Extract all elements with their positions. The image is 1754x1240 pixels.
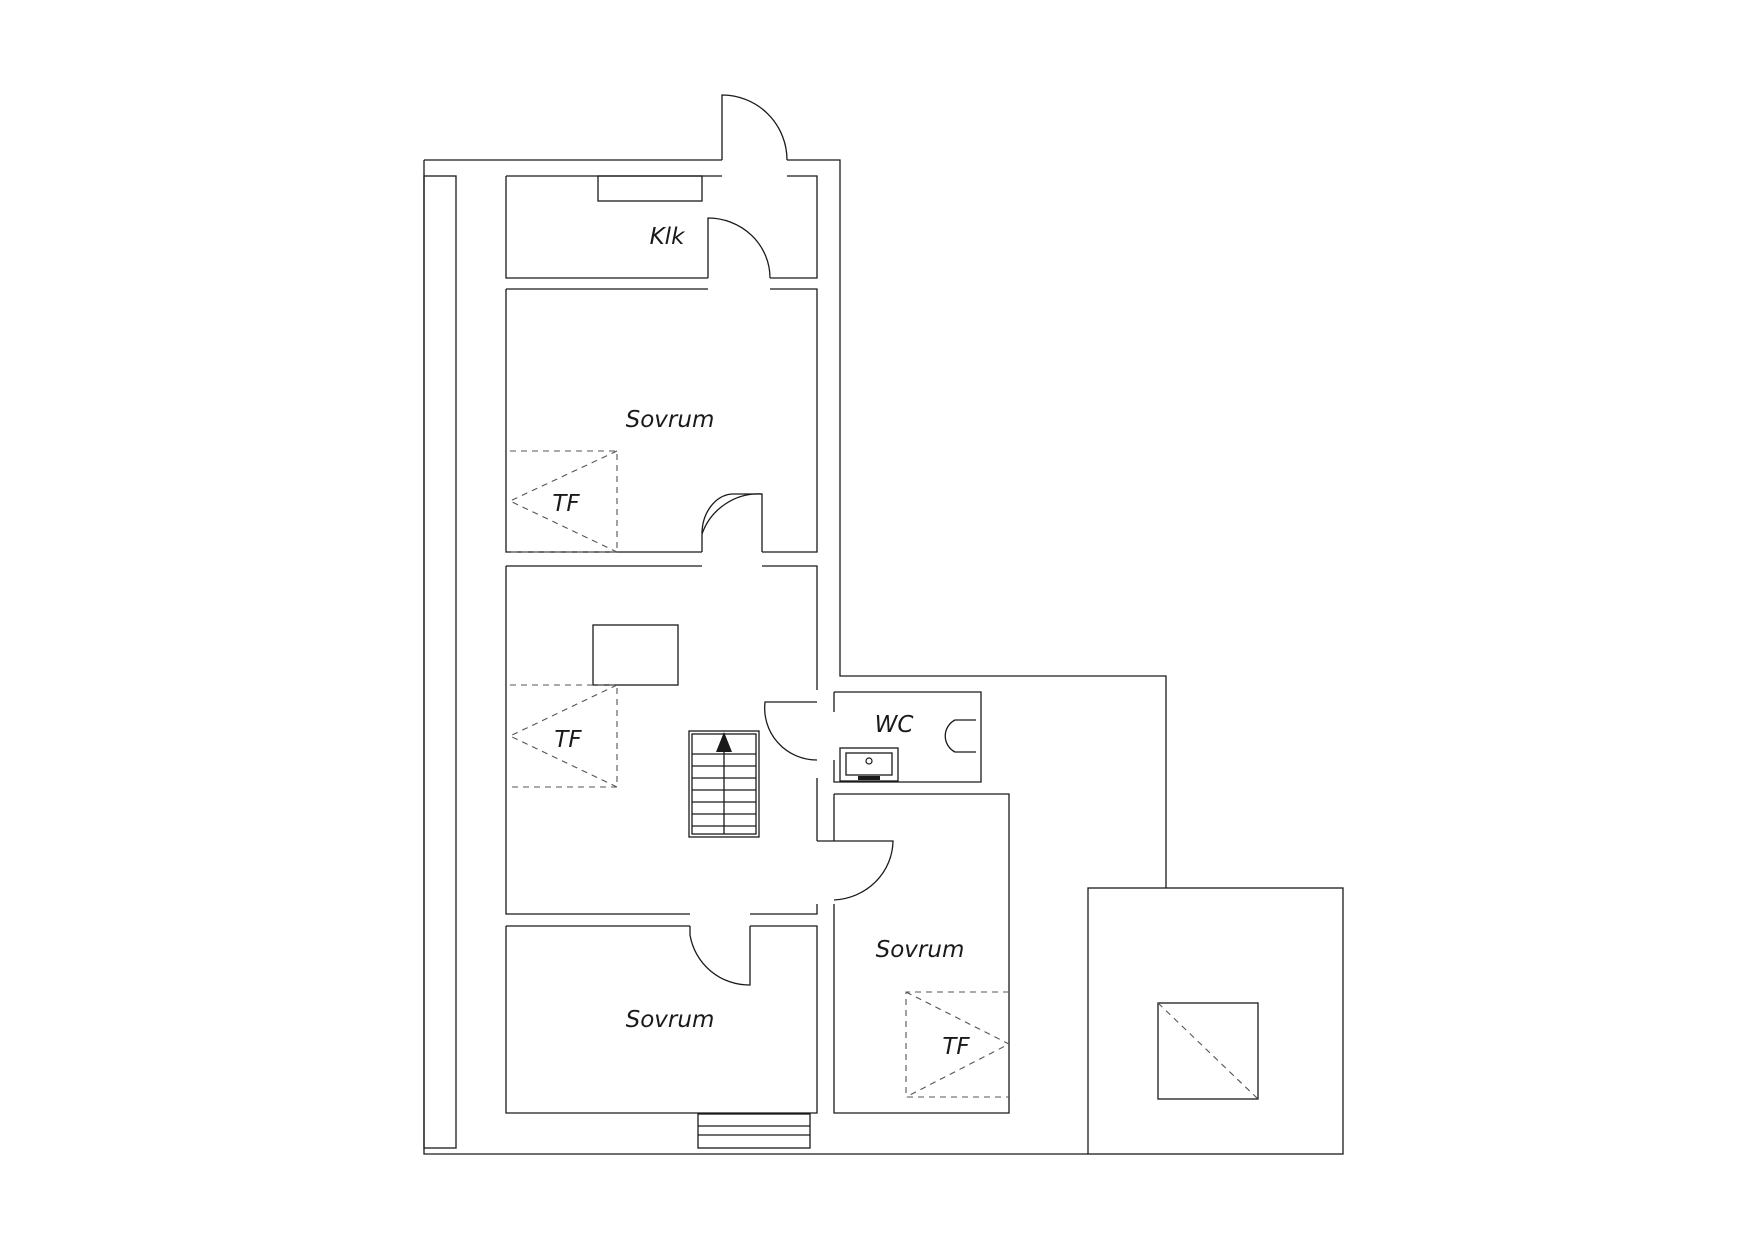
- left-wall-strip: [423, 175, 457, 1149]
- room-label-klk: Klk: [650, 224, 686, 250]
- sovrum-top-door-swing: [701, 493, 763, 535]
- hall-table: [592, 624, 679, 686]
- skylight: [1157, 1002, 1259, 1100]
- sovrum-right-room: [833, 793, 1010, 1114]
- tf-area-right: [905, 991, 1011, 1098]
- room-label-sovrum-top: Sovrum: [626, 407, 715, 433]
- sovrum-bottom-room: [505, 925, 818, 1114]
- tf-label-right: TF: [942, 1034, 970, 1060]
- tf-label-top: TF: [552, 491, 580, 517]
- sovrum-top-room: [505, 288, 818, 553]
- tf-label-hall: TF: [554, 727, 582, 753]
- tf-area-hall: [508, 684, 618, 788]
- hall-room: [505, 565, 818, 915]
- room-label-sovrum-bottom: Sovrum: [626, 1007, 715, 1033]
- staircase: [688, 730, 760, 838]
- sovrum-right-door: [817, 840, 894, 901]
- bottom-window: [697, 1113, 811, 1149]
- sovrum-bottom-door: [689, 926, 751, 986]
- klk-shelf: [597, 175, 703, 202]
- wc-door: [764, 701, 818, 761]
- room-label-sovrum-right: Sovrum: [876, 937, 965, 963]
- klk-door: [707, 217, 771, 279]
- sovrum-top-door: [701, 493, 763, 552]
- wc-room: [833, 691, 982, 783]
- tf-area-top: [508, 450, 618, 553]
- toilet: [944, 719, 976, 753]
- room-label-wc: WC: [875, 712, 914, 738]
- outer-wall: [423, 159, 1167, 1155]
- entrance-door: [721, 94, 788, 161]
- stair-arrow: [716, 732, 732, 752]
- terrace-block: [1087, 887, 1344, 1155]
- wc-sink: [839, 747, 899, 782]
